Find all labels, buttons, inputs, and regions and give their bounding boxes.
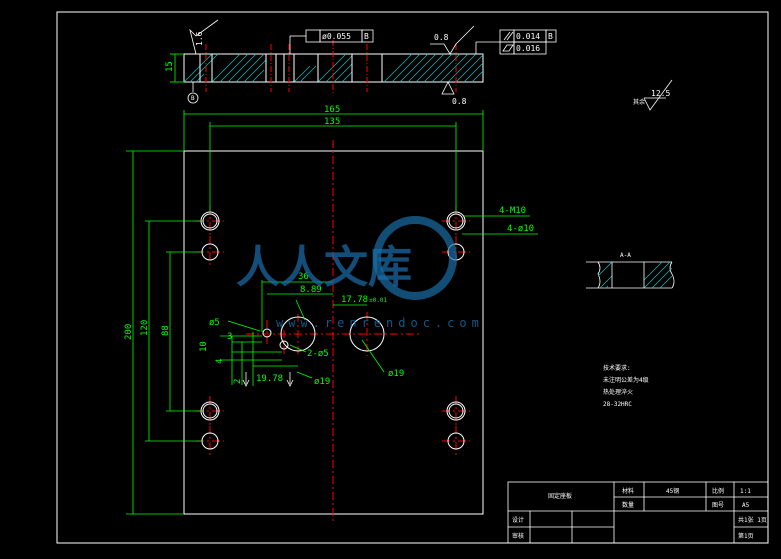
roughness-symbol-left: [189, 19, 219, 55]
hole-label: 4-ø10: [507, 224, 534, 234]
dim-1778-value: 17.78±0.01: [341, 295, 388, 305]
top-view-centerlines: [205, 40, 457, 94]
dia-5-label: ø5: [209, 318, 220, 328]
fcf-parallel-datum: B: [548, 32, 553, 41]
detail-dimensions: [220, 280, 385, 386]
dia-2x5-label: 2-ø5: [307, 349, 329, 359]
dim-2-value: 2: [233, 379, 243, 384]
dia-19b-label: ø19: [388, 369, 404, 379]
main-view: 165 135 200 120 88 4-M10 4-ø10: [124, 105, 538, 524]
material-value: 45钢: [666, 487, 679, 495]
main-centerlines: [196, 140, 470, 524]
dim-3-value: 3: [227, 332, 232, 342]
fcf-flatness: [289, 29, 374, 54]
general-roughness-value: 12.5: [651, 89, 670, 98]
fcf-flatness-datum: B: [364, 32, 369, 41]
general-roughness: 其余 12.5: [633, 79, 673, 111]
central-holes: [262, 316, 385, 352]
dim-10-value: 10: [199, 341, 209, 352]
roughness-left-value: 1.6: [195, 31, 204, 46]
height-outer-value: 200: [124, 324, 134, 340]
watermark-url: www.renrendoc.com: [276, 316, 484, 330]
general-roughness-symbol: [643, 79, 673, 111]
top-view-hole-walls: [199, 54, 383, 82]
drawing-border: [56, 11, 769, 544]
thickness-dimension: [170, 53, 184, 83]
section-hatching: [597, 261, 673, 289]
drawing-no-label: 图号: [712, 502, 724, 509]
tech-note-3: 28-32HRC: [603, 401, 632, 408]
dim-889-value: 8.89: [300, 285, 322, 295]
width-outer-value: 165: [324, 105, 340, 115]
dia-19a-label: ø19: [314, 377, 330, 387]
tech-notes: 技术要求: 未注明公差为4级 热处理淬火 28-32HRC: [603, 364, 649, 408]
roughness-mid-value: 0.8: [434, 33, 449, 42]
general-roughness-label: 其余: [633, 98, 645, 106]
hole-leaders: [462, 215, 538, 235]
sheets-total: 共1张 1页: [738, 516, 767, 524]
width-dimensions: [183, 110, 484, 212]
tech-note-1: 未注明公差为4级: [603, 376, 649, 384]
watermark: 人人文库 www.renrendoc.com: [236, 216, 484, 330]
roughness-symbol-mid: [430, 25, 475, 55]
tech-note-0: 技术要求:: [603, 364, 631, 372]
fcf-parallel: [475, 29, 557, 55]
roughness-symbol-bottom: [441, 81, 455, 95]
roughness-bottom-value: 0.8: [452, 97, 467, 106]
top-view: 15 1.6 B ø0.055 B 0.014 B 0.016: [165, 19, 557, 106]
height-120-value: 120: [140, 320, 150, 336]
thread-label: 4-M10: [499, 206, 526, 216]
dim-1978-value: 19.78: [256, 374, 283, 384]
scale-value: 1:1: [740, 488, 751, 495]
fcf-parallel-value: 0.014: [516, 32, 540, 41]
height-dimensions: [126, 150, 202, 515]
section-aa: A-A: [586, 252, 675, 289]
dim-4-value: 4: [215, 359, 225, 364]
part-name: 固定座板: [548, 492, 572, 500]
drawing-no-value: A5: [742, 502, 750, 509]
height-88-value: 88: [161, 325, 171, 336]
title-block: 固定座板 材料 45钢 比例 1:1 数量 图号 A5 设计 审核 共1张 1页…: [507, 481, 769, 544]
watermark-cn: 人人文库: [236, 242, 412, 293]
thickness-value: 15: [165, 61, 175, 72]
fcf-flat2-value: 0.016: [516, 44, 540, 53]
section-markers: [242, 372, 294, 387]
scale-label: 比例: [712, 487, 724, 495]
dim-36-value: 36: [298, 272, 309, 282]
width-holes-value: 135: [324, 117, 340, 127]
datum-marker: [187, 82, 199, 104]
section-label: A-A: [620, 252, 631, 259]
tech-note-2: 热处理淬火: [603, 388, 633, 396]
sheet-num: 第1页: [738, 532, 754, 540]
qty-label: 数量: [622, 501, 634, 509]
material-label: 材料: [622, 487, 634, 495]
datum-label: B: [191, 95, 195, 102]
reviewer-label: 审核: [512, 532, 524, 540]
fcf-flatness-value: ø0.055: [322, 32, 351, 41]
designer-label: 设计: [512, 516, 524, 524]
